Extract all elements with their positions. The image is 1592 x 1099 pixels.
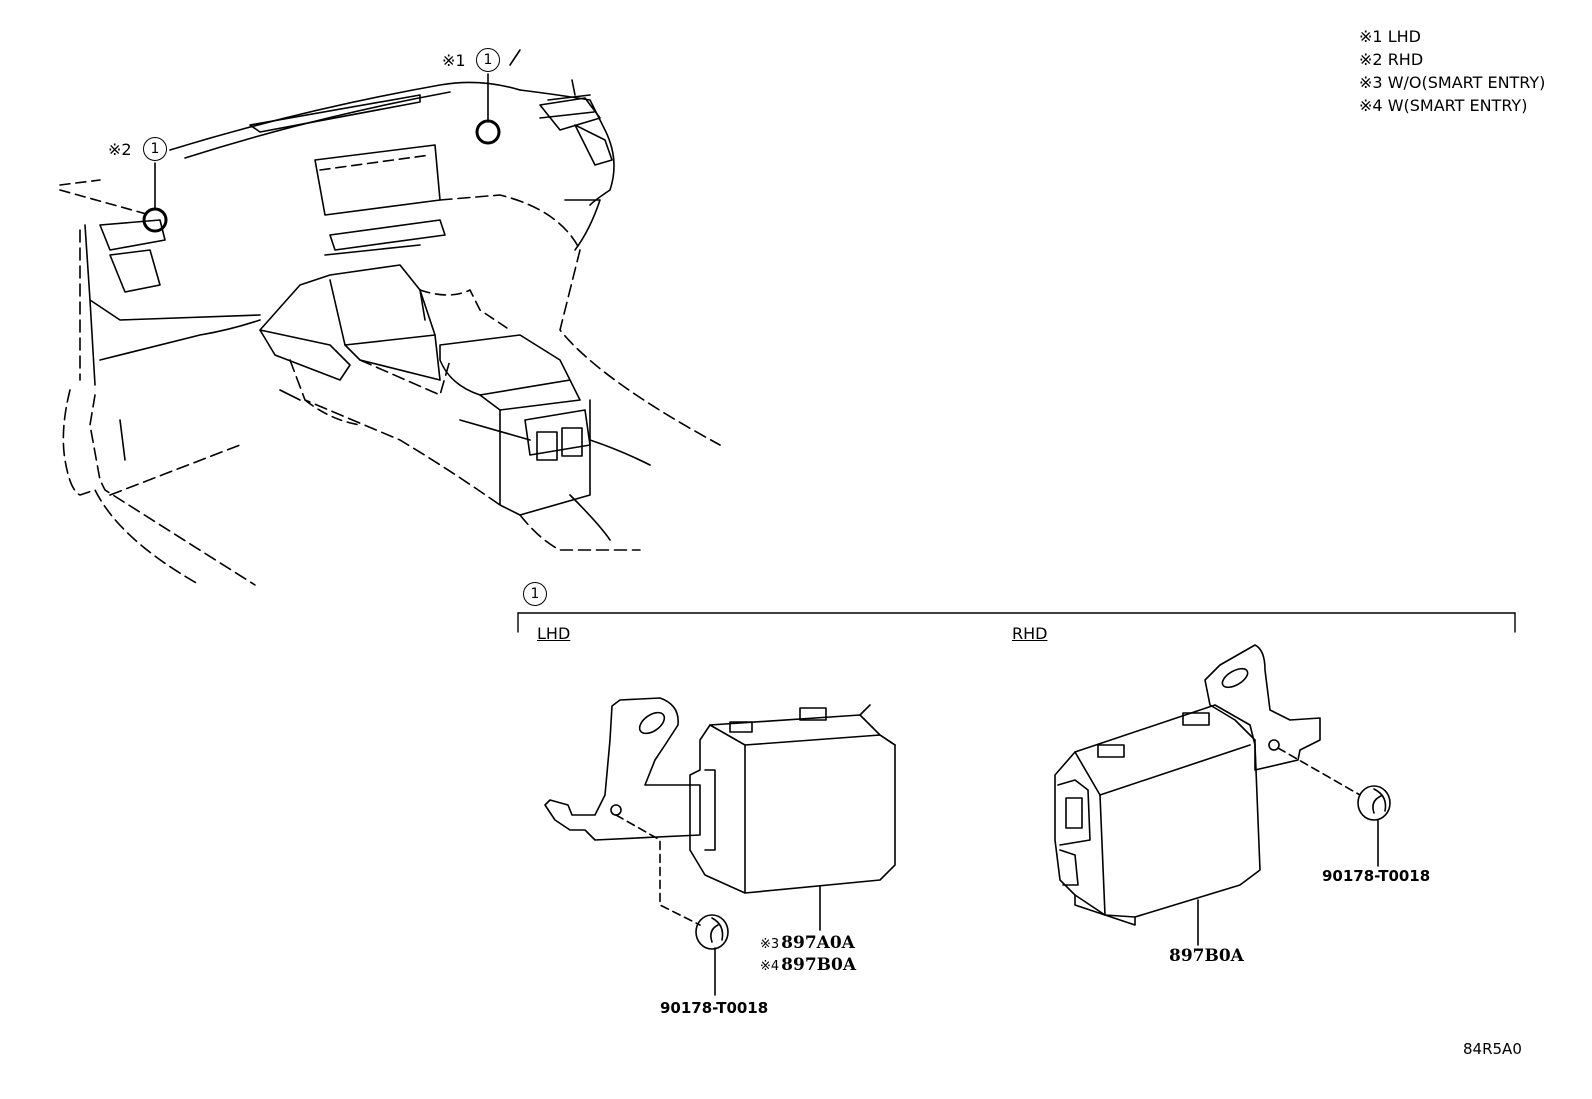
legend-text: RHD [1387,50,1424,69]
callout-ref-rhd: 1 [143,137,167,161]
illustration-code: 84R5A0 [1463,1040,1522,1058]
legend-mark: ※2 [1359,50,1383,69]
callout-mark-rhd: ※2 [108,140,132,159]
part-number: 897A0A [781,933,855,953]
legend-text: W(SMART ENTRY) [1387,96,1528,115]
callout-ref-lhd: 1 [476,48,500,72]
rhd-label: RHD [1012,624,1048,643]
legend-mark: ※1 [1359,27,1383,46]
variant-mark: ※3 [760,937,780,952]
rhd-clip-part-number: 90178-T0018 [1322,867,1431,885]
legend-item: ※3 W/O(SMART ENTRY) [1359,73,1545,92]
detail-ref: 1 [523,582,547,606]
legend-mark: ※3 [1359,73,1383,92]
lhd-label: LHD [537,624,571,643]
legend-text: LHD [1387,27,1421,46]
dashboard-illustration [59,49,721,586]
detail-bracket [517,612,1516,633]
lhd-unit-drawing [544,697,896,996]
legend-item: ※4 W(SMART ENTRY) [1359,96,1527,115]
rhd-unit-drawing [1054,644,1391,946]
callout-mark-lhd: ※1 [442,51,466,70]
part-number: 897B0A [781,955,857,975]
legend-text: W/O(SMART ENTRY) [1387,73,1546,92]
variant-mark: ※4 [760,959,780,974]
rhd-unit-part-number: 897B0A [1169,946,1244,966]
legend-mark: ※4 [1359,96,1383,115]
lhd-clip-part-number: 90178-T0018 [660,999,769,1017]
legend-item: ※1 LHD [1359,27,1421,46]
legend-item: ※2 RHD [1359,50,1423,69]
